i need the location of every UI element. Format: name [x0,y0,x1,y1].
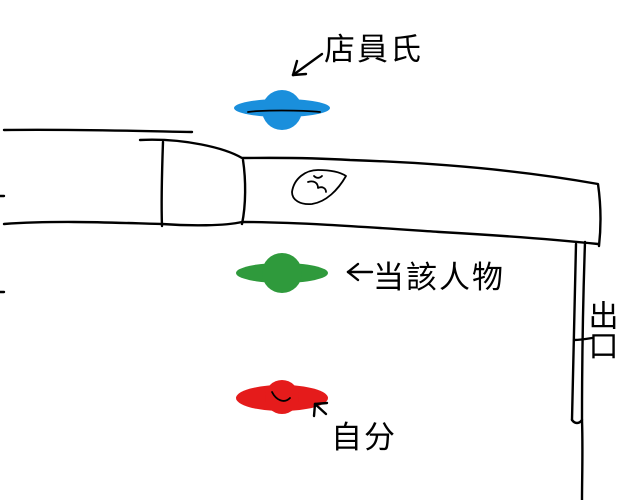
clerk-arrow-icon [291,52,324,77]
self-marker [236,380,328,414]
wall [570,240,594,500]
self-label: 自分 [331,420,397,456]
exit-label: 出口 [583,300,618,360]
counter [0,128,602,294]
person-arrow-icon [346,262,374,282]
person-marker [236,253,328,293]
clerk-marker [234,90,330,130]
person-label: 当該人物 [373,260,505,296]
hand-drawn-object-icon [291,169,347,205]
self-arrow-icon [312,401,329,418]
clerk-label: 店員氏 [324,32,423,68]
